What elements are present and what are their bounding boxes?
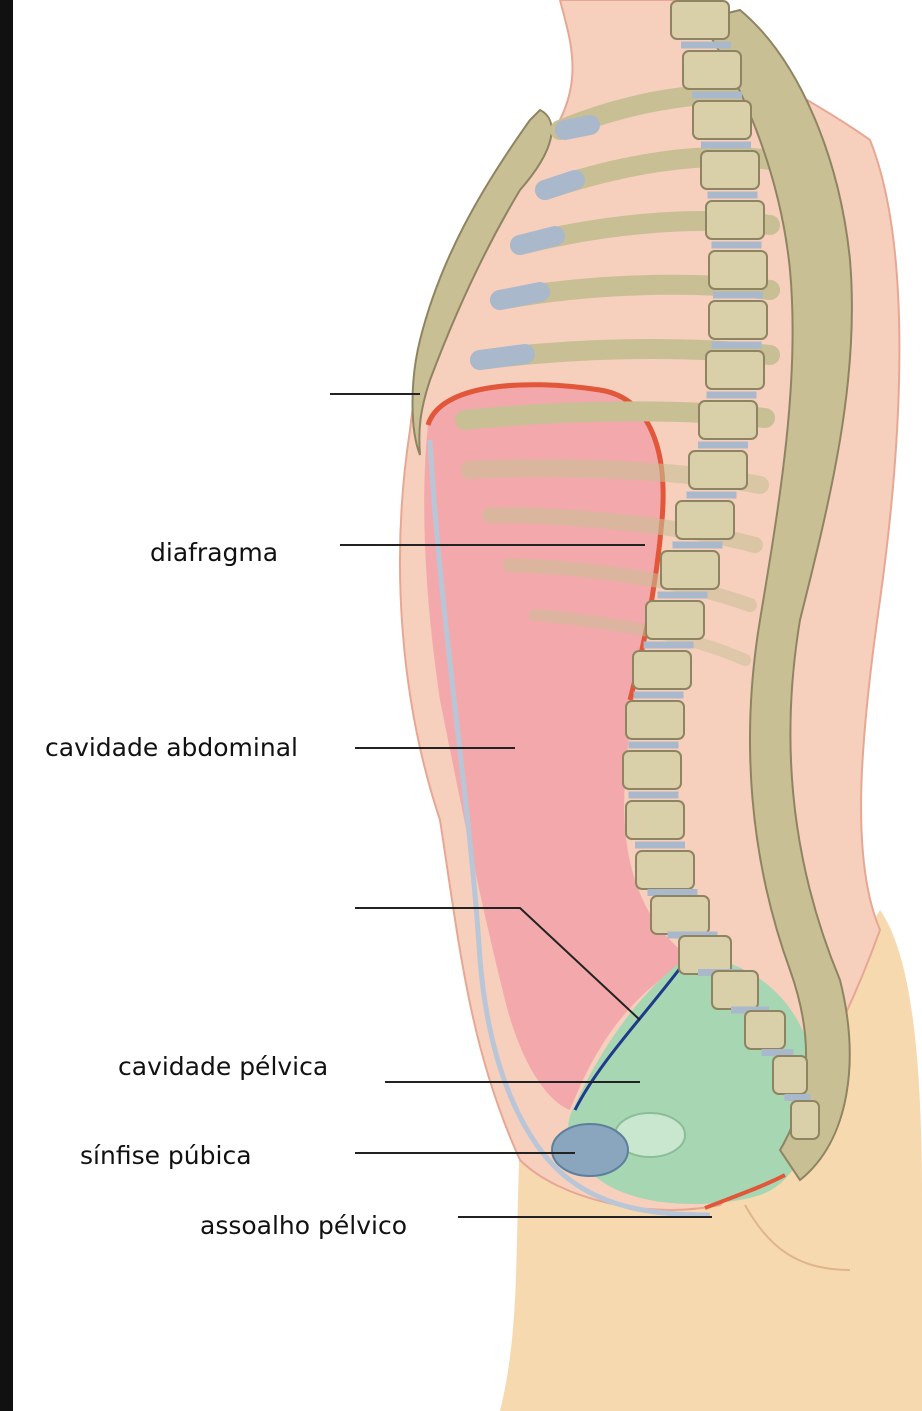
vertebra — [689, 451, 747, 489]
pubic-symphysis-label: sínfise púbica — [80, 1143, 252, 1168]
vertebra — [791, 1101, 819, 1139]
vertebra — [683, 51, 741, 89]
vertebra — [633, 651, 691, 689]
vertebra — [651, 896, 709, 934]
vertebra — [709, 301, 767, 339]
vertebra — [712, 971, 758, 1009]
pelvic-cavity-label: cavidade pélvica — [118, 1054, 328, 1079]
vertebra — [626, 801, 684, 839]
vertebra — [701, 151, 759, 189]
vertebra — [699, 401, 757, 439]
vertebra — [671, 1, 729, 39]
vertebra — [646, 601, 704, 639]
vertebra — [636, 851, 694, 889]
vertebra — [706, 201, 764, 239]
vertebra — [709, 251, 767, 289]
vertebra — [623, 751, 681, 789]
vertebra — [676, 501, 734, 539]
vertebra — [773, 1056, 807, 1094]
vertebra — [745, 1011, 785, 1049]
vertebra — [661, 551, 719, 589]
vertebra — [706, 351, 764, 389]
vertebra — [626, 701, 684, 739]
vertebra — [693, 101, 751, 139]
vertebra — [679, 936, 731, 974]
pubic-symphysis-shape — [552, 1124, 628, 1176]
diaphragm-label: diafragma — [150, 540, 278, 565]
pelvic-floor-label: assoalho pélvico — [200, 1213, 407, 1238]
abdominal-cavity-label: cavidade abdominal — [45, 735, 298, 760]
